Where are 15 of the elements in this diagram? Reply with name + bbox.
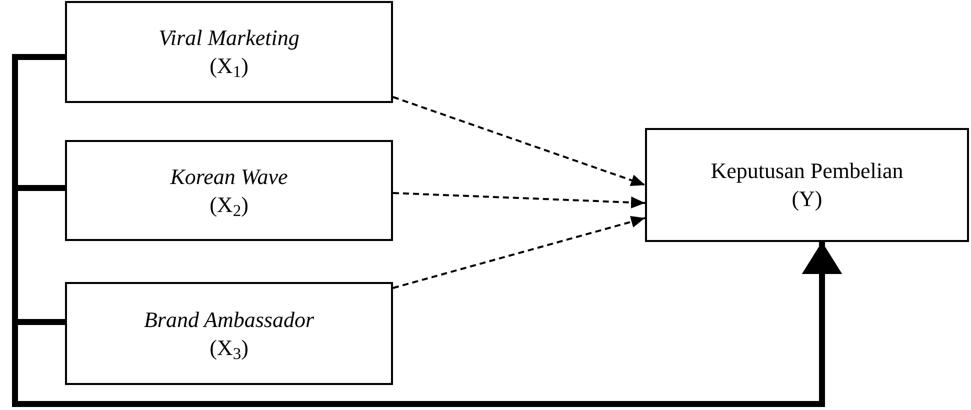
variable-name: Brand Ambassador [144, 306, 314, 334]
variable-symbol: (X$_{1}$) [210, 52, 248, 80]
variable-box [65, 140, 393, 241]
arrow [392, 192, 646, 208]
variable-name: Keputusan Pembelian [710, 157, 904, 185]
variable-name: Viral Marketing [158, 24, 300, 52]
arrow [392, 216, 646, 289]
variable-box [65, 282, 393, 385]
variable-box [645, 128, 969, 242]
variable-symbol: (X$_{3}$) [210, 334, 248, 362]
variable-name: Korean Wave [170, 162, 288, 190]
variable-symbol: (Y) [792, 185, 822, 213]
arrow [392, 96, 646, 186]
variable-symbol: (X$_{2}$) [210, 190, 248, 218]
variable-box [65, 1, 393, 103]
